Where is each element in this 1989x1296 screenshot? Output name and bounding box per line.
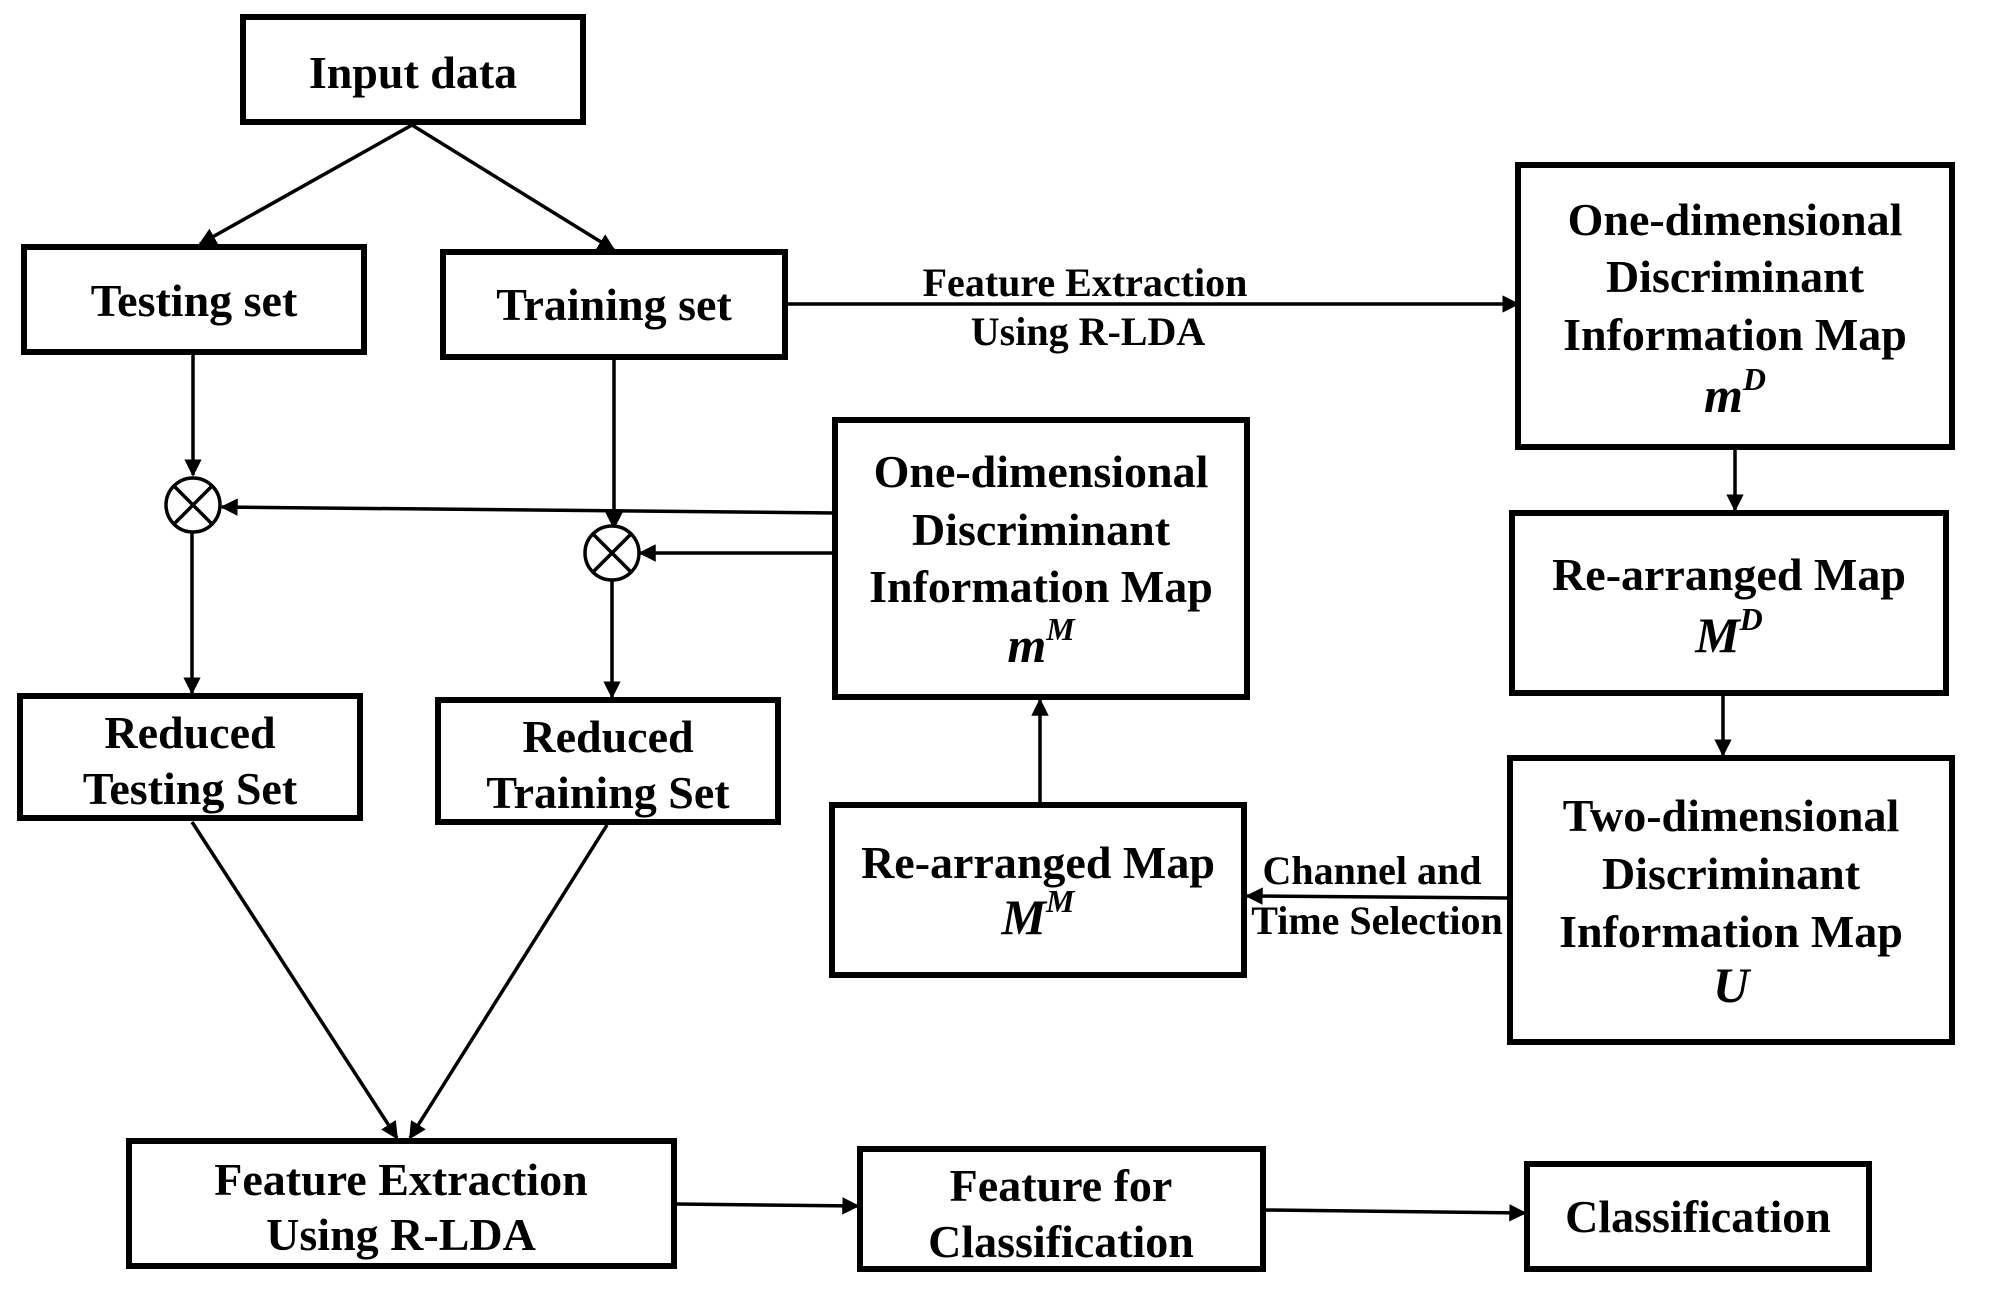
node-classification: Classification (1524, 1161, 1872, 1272)
node-line-1: Feature for (950, 1160, 1173, 1211)
edge-label-line-1: Feature Extraction (923, 260, 1248, 305)
node-line-2: Discriminant (1602, 848, 1861, 899)
node-input-data: Input data (240, 14, 586, 125)
node-symbol: MD (1694, 601, 1763, 663)
node-symbol: mM (1007, 611, 1076, 673)
node-rearranged-map-m: Re-arranged Map MM (829, 802, 1247, 978)
edge-label-line-2: Using R-LDA (971, 309, 1206, 354)
edge-feature-classification-to-classification (1264, 1204, 1527, 1222)
node-feature-extraction: Feature Extraction Using R-LDA (126, 1138, 677, 1269)
node-line-3: Information Map (869, 561, 1213, 612)
symbol-superscript: D (1742, 361, 1766, 397)
symbol-superscript: M (1045, 611, 1076, 647)
edges (183, 123, 1744, 1222)
node-line-2: Testing Set (83, 763, 298, 814)
node-feature-for-classification: Feature for Classification (857, 1146, 1266, 1272)
node-reduced-testing-set: Reduced Testing Set (17, 693, 363, 821)
node-testing-set: Testing set (21, 244, 367, 355)
node-label: Input data (309, 47, 517, 98)
node-symbol: mD (1704, 361, 1766, 423)
symbol-superscript: M (1045, 883, 1076, 919)
node-label: Re-arranged Map (861, 837, 1215, 888)
multiply-node-testing (164, 476, 222, 534)
edge-input-to-testing (198, 123, 413, 246)
symbol-base: M (1001, 889, 1048, 945)
node-label: Training set (496, 279, 732, 330)
node-line-1: Reduced (522, 711, 694, 762)
node-line-3: Information Map (1559, 906, 1903, 957)
node-line-1: Reduced (104, 707, 276, 758)
edge-reduced-testing-to-fe (190, 821, 399, 1140)
edge-input-to-training (411, 123, 616, 252)
node-line-1: Two-dimensional (1563, 790, 1900, 841)
node-rearranged-map-d: Re-arranged Map MD (1509, 510, 1949, 696)
node-line-2: Training Set (486, 767, 730, 818)
node-label: Classification (1565, 1191, 1831, 1242)
node-label: Re-arranged Map (1552, 549, 1906, 600)
edge-label-channel-time-selection: Channel and Time Selection (1251, 848, 1502, 943)
symbol-base: m (1007, 617, 1046, 673)
edge-fe-to-feature-classification (675, 1197, 860, 1215)
node-two-dim-map: Two-dimensional Discriminant Information… (1507, 755, 1955, 1045)
edge-label-feature-extraction: Feature Extraction Using R-LDA (923, 260, 1248, 354)
node-symbol: U (1713, 957, 1752, 1013)
node-label: Testing set (91, 275, 298, 326)
node-line-3: Information Map (1563, 309, 1907, 360)
node-one-dim-map-d: One-dimensional Discriminant Information… (1515, 162, 1955, 450)
node-line-2: Discriminant (912, 504, 1171, 555)
node-line-1: One-dimensional (874, 446, 1209, 497)
symbol-superscript: D (1739, 601, 1763, 637)
symbol-base: m (1704, 367, 1743, 423)
node-line-2: Classification (928, 1216, 1194, 1267)
multiply-node-training (583, 524, 641, 582)
edge-reduced-training-to-fe (408, 824, 609, 1140)
node-training-set: Training set (440, 249, 788, 360)
node-reduced-training-set: Reduced Training Set (435, 697, 781, 825)
node-line-2: Discriminant (1606, 251, 1865, 302)
node-line-1: Feature Extraction (214, 1154, 587, 1205)
edge-label-line-1: Channel and (1263, 848, 1482, 893)
edge-two-dim-to-rearranged-m (1245, 887, 1511, 905)
node-line-2: Using R-LDA (266, 1209, 536, 1260)
edge-label-line-2: Time Selection (1251, 898, 1502, 943)
node-line-1: One-dimensional (1568, 194, 1903, 245)
node-symbol: MM (1001, 883, 1076, 945)
symbol-base: M (1694, 607, 1741, 663)
node-one-dim-map-m: One-dimensional Discriminant Information… (832, 417, 1250, 700)
edge-map-m-to-test-mult (220, 498, 836, 516)
